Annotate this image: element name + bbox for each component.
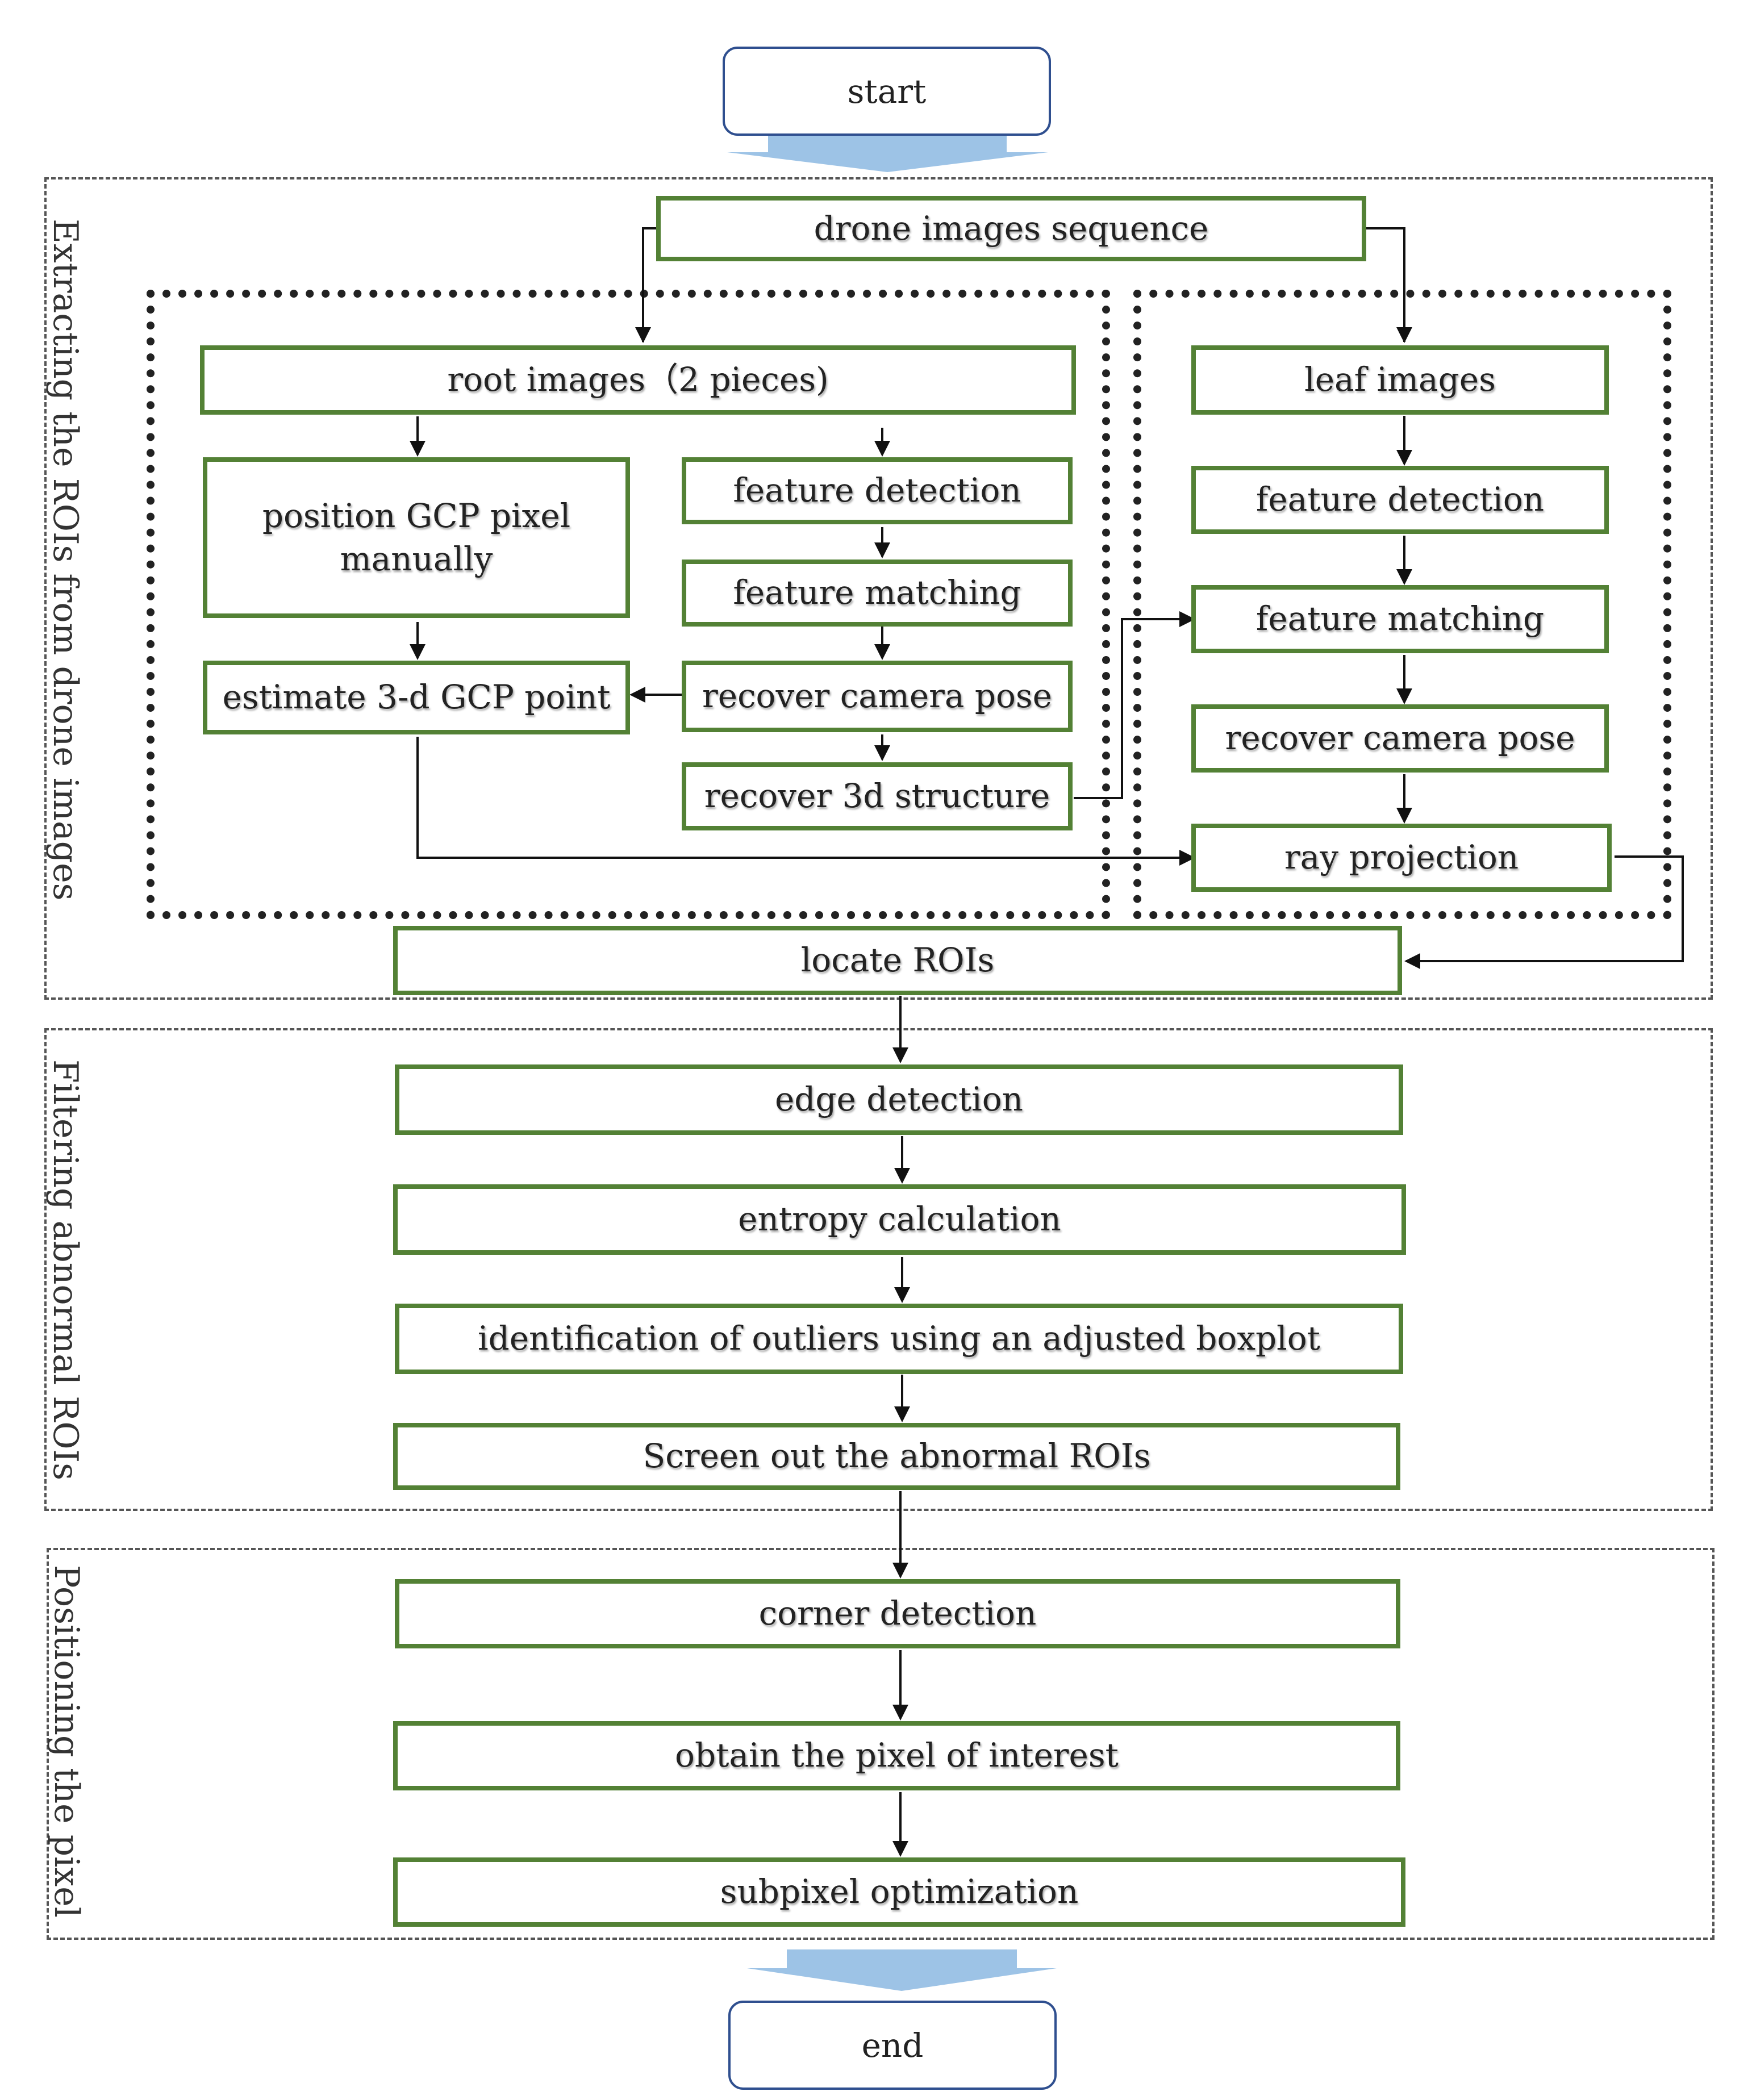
start-flow-arrow: [727, 135, 1048, 172]
screen-out-rois-box: Screen out the abnormal ROIs: [393, 1423, 1400, 1490]
arrowhead: [410, 644, 426, 660]
arrowhead: [635, 327, 651, 343]
subpixel-optimization-box: subpixel optimization: [393, 1857, 1405, 1927]
root-recover-pose-box: recover camera pose: [682, 661, 1073, 732]
arrowhead: [410, 441, 426, 457]
arrowhead: [892, 1841, 908, 1857]
arrowhead: [874, 542, 890, 558]
arrowhead: [894, 1168, 910, 1184]
entropy-calculation-box: entropy calculation: [393, 1184, 1406, 1255]
ray-projection-box: ray projection: [1191, 824, 1612, 892]
leaf-images-box: leaf images: [1191, 345, 1609, 415]
outliers-boxplot-box: identification of outliers using an adju…: [395, 1304, 1403, 1374]
drone-images-box: drone images sequence: [656, 196, 1366, 261]
end-flow-arrow: [747, 1949, 1057, 1991]
arrowhead: [874, 644, 890, 660]
obtain-pixel-box: obtain the pixel of interest: [393, 1721, 1400, 1790]
arrowhead: [894, 1287, 910, 1303]
leaf-feature-matching-box: feature matching: [1191, 585, 1609, 653]
section-filtering-rois: [44, 1028, 1713, 1511]
arrow-drone-to-root: [640, 227, 658, 343]
root-recover-structure-box: recover 3d structure: [682, 762, 1073, 830]
arrowhead: [892, 1705, 908, 1721]
arrowhead: [892, 1563, 908, 1579]
arrowhead: [1396, 808, 1412, 824]
position-gcp-box: position GCP pixel manually: [203, 457, 630, 618]
arrow-ray-to-locate: [1406, 855, 1684, 962]
arrowhead: [894, 1406, 910, 1422]
arrowhead: [1396, 688, 1412, 704]
arrowhead: [629, 687, 645, 703]
edge-detection-box: edge detection: [395, 1064, 1403, 1135]
end-terminal: end: [728, 2001, 1057, 2090]
arrowhead: [1396, 327, 1412, 343]
leaf-group: [1133, 290, 1671, 919]
root-feature-detection-box: feature detection: [682, 457, 1073, 524]
arrowhead: [1404, 953, 1420, 969]
arrowhead: [874, 745, 890, 761]
section-extracting-rois: [44, 177, 1713, 1000]
section-positioning-pixel: [47, 1548, 1715, 1940]
arrow-estimate-to-ray: [416, 737, 1193, 859]
locate-rois-box: locate ROIs: [393, 926, 1402, 995]
arrowhead: [874, 441, 890, 457]
leaf-feature-detection-box: feature detection: [1191, 466, 1609, 534]
arrowhead: [892, 1047, 908, 1063]
arrowhead: [1396, 450, 1412, 466]
start-terminal: start: [723, 47, 1051, 136]
arrow-structure-to-leaf-fm: [1074, 618, 1193, 799]
arrowhead: [1396, 569, 1412, 585]
leaf-recover-pose-box: recover camera pose: [1191, 704, 1609, 773]
arrow-drone-to-leaf: [1365, 227, 1405, 342]
estimate-gcp-box: estimate 3-d GCP point: [203, 661, 630, 734]
root-feature-matching-box: feature matching: [682, 560, 1073, 627]
arrowhead: [1179, 850, 1195, 866]
corner-detection-box: corner detection: [395, 1579, 1400, 1648]
arrowhead: [1179, 611, 1195, 627]
root-group: [147, 290, 1110, 919]
root-images-box: root images（2 pieces): [200, 345, 1076, 415]
